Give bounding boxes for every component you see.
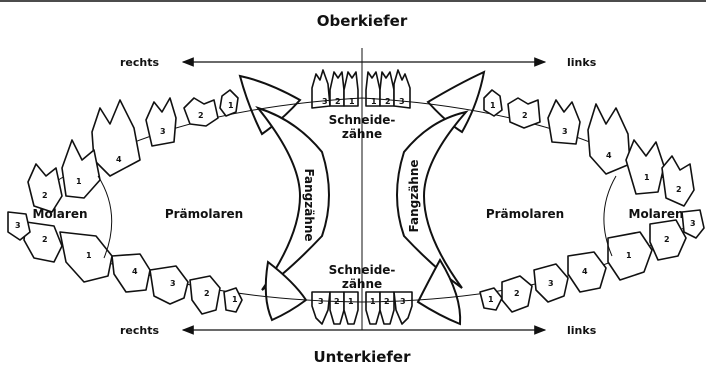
tooth-number: 1 — [76, 177, 82, 186]
tooth-number: 3 — [160, 127, 166, 136]
upper-left-cheek-teeth: 1 2 3 4 1 2 — [484, 90, 694, 206]
incisors-label-upper-line1: Schneide- — [329, 113, 396, 127]
tooth-number: 3 — [170, 279, 176, 288]
tooth-number: 1 — [488, 295, 494, 304]
premolar-tooth — [92, 100, 140, 176]
molars-label-left: Molaren — [629, 207, 684, 221]
molars-label-right: Molaren — [33, 207, 88, 221]
tooth-number: 4 — [606, 151, 612, 160]
lower-jaw-title: Unterkiefer — [314, 348, 412, 366]
lower-left-canine — [418, 260, 460, 324]
direction-right-bottom: rechts — [120, 324, 159, 337]
tooth-number: 4 — [116, 155, 122, 164]
direction-left-top: links — [567, 56, 597, 69]
upper-incisors: 3 2 1 1 2 3 — [312, 70, 410, 108]
upper-incisor-number: 2 — [385, 97, 391, 106]
lower-incisor-number: 3 — [400, 297, 406, 306]
molar-tooth — [28, 164, 62, 212]
tooth-number: 2 — [664, 235, 670, 244]
incisors-label-lower-line2: zähne — [342, 277, 382, 291]
premolar-tooth — [150, 266, 188, 304]
lower-right-cheek-teeth: 1 2 3 4 1 2 3 — [8, 212, 242, 314]
upper-incisor-number: 2 — [335, 97, 341, 106]
incisors-label-lower-line1: Schneide- — [329, 263, 396, 277]
incisors-label-upper-line2: zähne — [342, 127, 382, 141]
molar-tooth — [626, 140, 664, 194]
tooth-number: 2 — [42, 235, 48, 244]
tooth-number: 2 — [204, 289, 210, 298]
premolar-tooth — [548, 100, 580, 144]
tooth-number: 4 — [582, 267, 588, 276]
direction-right-top: rechts — [120, 56, 159, 69]
lower-left-cheek-teeth: 1 2 3 4 1 2 3 — [480, 210, 704, 312]
tooth-number: 2 — [522, 111, 528, 120]
tooth-number: 3 — [690, 219, 696, 228]
tooth-number: 3 — [15, 221, 21, 230]
tooth-number: 1 — [232, 295, 238, 304]
tooth-number: 2 — [676, 185, 682, 194]
molar-tooth — [662, 156, 694, 206]
canines-label-left: Fangzähne — [407, 159, 421, 232]
tooth-number: 2 — [514, 289, 520, 298]
premolar-tooth — [112, 254, 150, 292]
tooth-number: 2 — [42, 191, 48, 200]
canines-label-right: Fangzähne — [302, 168, 316, 241]
tooth-number: 1 — [228, 101, 234, 110]
premolar-tooth — [588, 104, 630, 174]
tooth-number: 1 — [644, 173, 650, 182]
tooth-number: 1 — [490, 101, 496, 110]
tooth-number: 3 — [562, 127, 568, 136]
upper-incisor-number: 3 — [322, 97, 328, 106]
tooth-number: 2 — [198, 111, 204, 120]
tooth-number: 1 — [626, 251, 632, 260]
tooth-number: 4 — [132, 267, 138, 276]
premolar-tooth — [146, 98, 176, 146]
premolars-label-right: Prämolaren — [165, 207, 243, 221]
premolars-label-left: Prämolaren — [486, 207, 564, 221]
upper-right-cheek-teeth: 1 2 3 4 1 2 — [28, 90, 238, 212]
upper-jaw-title: Oberkiefer — [317, 12, 408, 30]
direction-left-bottom: links — [567, 324, 597, 337]
tooth-number: 3 — [548, 279, 554, 288]
lower-incisor-number: 3 — [318, 297, 324, 306]
tooth-number: 1 — [86, 251, 92, 260]
